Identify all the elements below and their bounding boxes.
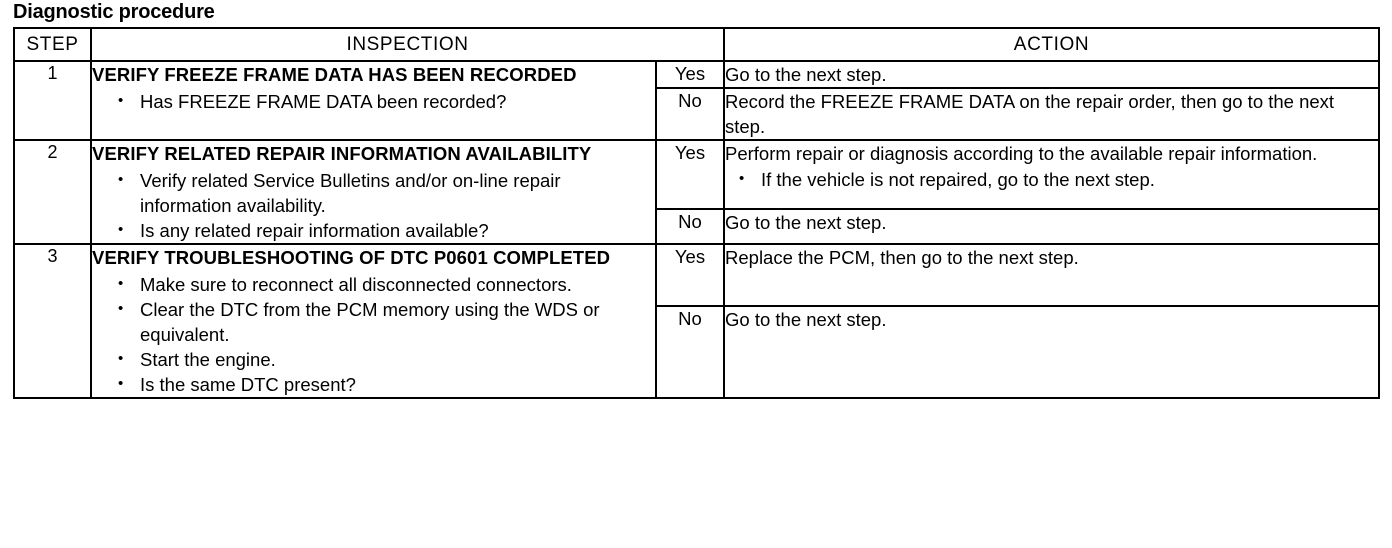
list-item: Is any related repair information availa… — [118, 217, 655, 243]
step-number: 3 — [13, 243, 92, 399]
table-body: 1 VERIFY FREEZE FRAME DATA HAS BEEN RECO… — [13, 60, 1380, 399]
diagnostic-procedure-table: STEP INSPECTION ACTION 1 VERIFY FREEZE F… — [13, 27, 1380, 399]
action-text: Perform repair or diagnosis according to… — [725, 143, 1318, 164]
table-row: No Go to the next step. — [14, 207, 1380, 246]
column-header-inspection: INSPECTION — [90, 27, 725, 62]
branch-label-no: No — [655, 305, 725, 399]
inspection-cell: VERIFY RELATED REPAIR INFORMATION AVAILA… — [90, 139, 657, 245]
action-text: Record the FREEZE FRAME DATA on the repa… — [725, 91, 1335, 137]
list-item: Is the same DTC present? — [118, 371, 655, 397]
step-number: 2 — [13, 139, 92, 245]
action-cell: Go to the next step. — [723, 305, 1380, 399]
branch-label-yes: Yes — [655, 60, 725, 89]
action-text: Go to the next step. — [725, 309, 887, 330]
action-cell: Go to the next step. — [723, 60, 1380, 89]
inspection-bullet-list: Verify related Service Bulletins and/or … — [92, 167, 655, 243]
step-number: 1 — [13, 60, 92, 141]
inspection-title: VERIFY TROUBLESHOOTING OF DTC P0601 COMP… — [92, 247, 611, 268]
branch-label-no: No — [655, 87, 725, 141]
page-title: Diagnostic procedure — [13, 1, 215, 23]
branch-label-no: No — [655, 207, 725, 246]
table-row: 3 VERIFY TROUBLESHOOTING OF DTC P0601 CO… — [13, 243, 1380, 399]
action-text: Go to the next step. — [725, 64, 887, 85]
list-item: If the vehicle is not repaired, go to th… — [739, 166, 1378, 192]
list-item: Clear the DTC from the PCM memory using … — [118, 296, 655, 347]
inspection-title: VERIFY FREEZE FRAME DATA HAS BEEN RECORD… — [92, 64, 577, 85]
action-text: Replace the PCM, then go to the next ste… — [725, 247, 1079, 268]
table-header-row: STEP INSPECTION ACTION — [13, 27, 1380, 62]
action-cell: Record the FREEZE FRAME DATA on the repa… — [723, 87, 1380, 141]
column-header-action: ACTION — [723, 27, 1380, 62]
inspection-bullet-list: Has FREEZE FRAME DATA been recorded? — [92, 88, 655, 114]
table-row: 2 VERIFY RELATED REPAIR INFORMATION AVAI… — [13, 139, 1380, 245]
table-header: STEP INSPECTION ACTION — [13, 27, 1380, 62]
inspection-bullet-list: Make sure to reconnect all disconnected … — [92, 271, 655, 397]
action-cell: Perform repair or diagnosis according to… — [723, 139, 1380, 210]
list-item: Make sure to reconnect all disconnected … — [118, 271, 655, 297]
inspection-title: VERIFY RELATED REPAIR INFORMATION AVAILA… — [92, 143, 592, 164]
column-header-step: STEP — [13, 27, 92, 62]
branch-label-yes: Yes — [655, 139, 725, 210]
table-row: No Go to the next step. — [14, 305, 1380, 399]
list-item: Start the engine. — [118, 346, 655, 372]
table-row: 1 VERIFY FREEZE FRAME DATA HAS BEEN RECO… — [13, 60, 1380, 141]
action-bullet-list: If the vehicle is not repaired, go to th… — [725, 166, 1378, 192]
table-row: No Record the FREEZE FRAME DATA on the r… — [14, 87, 1380, 141]
action-cell: Go to the next step. — [723, 207, 1380, 246]
inspection-cell: VERIFY FREEZE FRAME DATA HAS BEEN RECORD… — [90, 60, 657, 141]
list-item: Verify related Service Bulletins and/or … — [118, 167, 655, 218]
branch-label-yes: Yes — [655, 243, 725, 307]
list-item: Has FREEZE FRAME DATA been recorded? — [118, 88, 655, 114]
action-cell: Replace the PCM, then go to the next ste… — [723, 243, 1380, 307]
inspection-cell: VERIFY TROUBLESHOOTING OF DTC P0601 COMP… — [90, 243, 657, 399]
action-text: Go to the next step. — [725, 211, 887, 233]
